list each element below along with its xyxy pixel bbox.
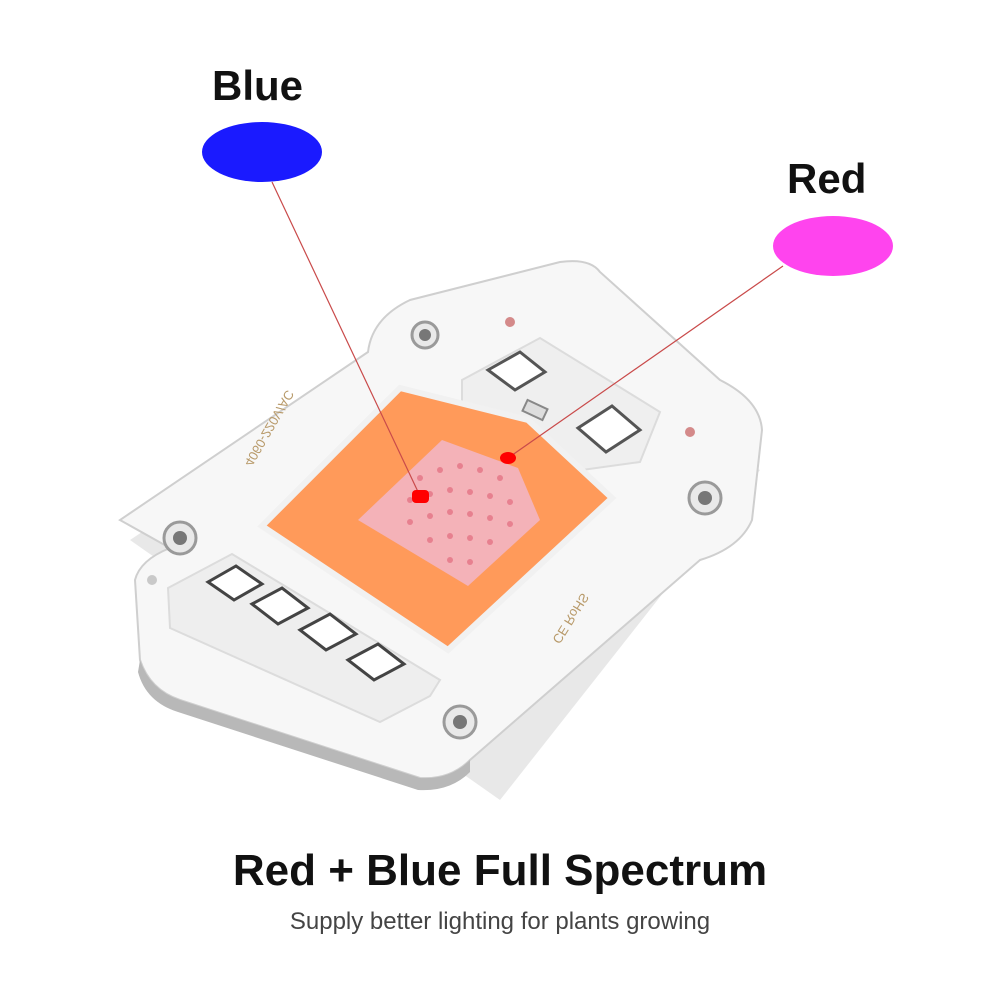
smd-chip xyxy=(297,612,359,652)
red-color-swatch xyxy=(773,216,893,276)
solder-pad xyxy=(147,575,157,585)
blue-label: Blue xyxy=(212,62,304,109)
blue-marker-dot xyxy=(412,490,429,503)
solder-pad xyxy=(505,317,515,327)
smd-resistor xyxy=(521,398,549,422)
smd-component xyxy=(575,404,643,454)
mount-hole xyxy=(698,491,712,505)
smd-component xyxy=(485,350,548,392)
red-label: Red xyxy=(787,155,867,202)
solder-pad xyxy=(685,427,695,437)
caption-title: Red + Blue Full Spectrum xyxy=(232,846,768,895)
red-marker-dot xyxy=(500,452,516,464)
smd-chip xyxy=(249,586,311,626)
mount-hole xyxy=(173,531,187,545)
mount-hole xyxy=(453,715,467,729)
blue-leader-line xyxy=(271,181,421,497)
red-leader-line xyxy=(507,265,784,459)
blue-color-swatch xyxy=(202,122,322,182)
mount-hole xyxy=(419,329,431,341)
smd-chip xyxy=(345,642,407,682)
led-dot-grid xyxy=(407,463,513,565)
smd-chip xyxy=(205,564,265,602)
caption-subtitle: Supply better lighting for plants growin… xyxy=(289,908,711,935)
